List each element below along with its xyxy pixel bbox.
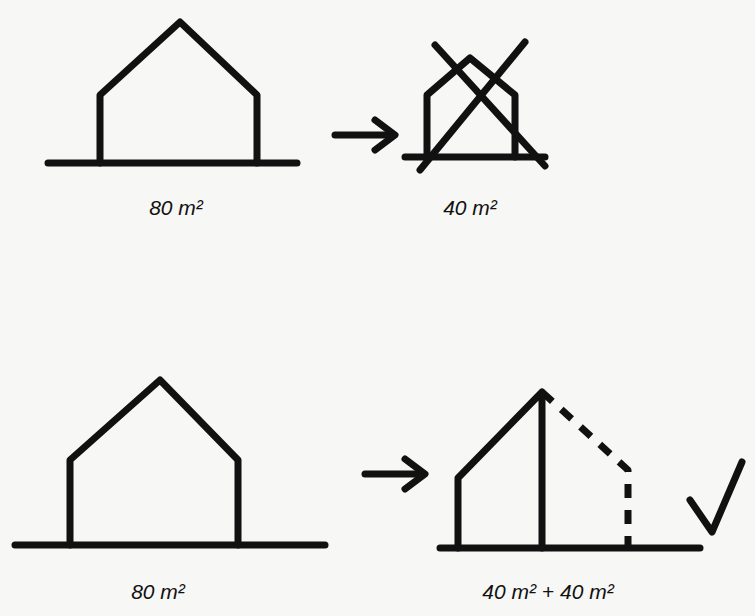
area-label: 80 m² bbox=[149, 196, 203, 219]
area-label: 40 m² + 40 m² bbox=[482, 580, 613, 603]
ground-line bbox=[440, 545, 700, 552]
cross-stroke bbox=[435, 45, 545, 166]
arrow-head bbox=[405, 459, 425, 489]
area-label: 40 m² bbox=[443, 196, 497, 219]
half-house-outline bbox=[458, 392, 542, 548]
dashed-half-outline bbox=[542, 392, 628, 548]
ground-line bbox=[15, 542, 325, 549]
arrow-shaft bbox=[365, 471, 423, 478]
cross-stroke bbox=[420, 42, 525, 170]
house-outline bbox=[100, 22, 257, 163]
house-outline bbox=[70, 380, 238, 545]
area-label: 80 m² bbox=[131, 580, 185, 603]
checkmark bbox=[690, 462, 742, 532]
arrow-shaft bbox=[335, 132, 393, 139]
arrow-head bbox=[375, 120, 395, 150]
